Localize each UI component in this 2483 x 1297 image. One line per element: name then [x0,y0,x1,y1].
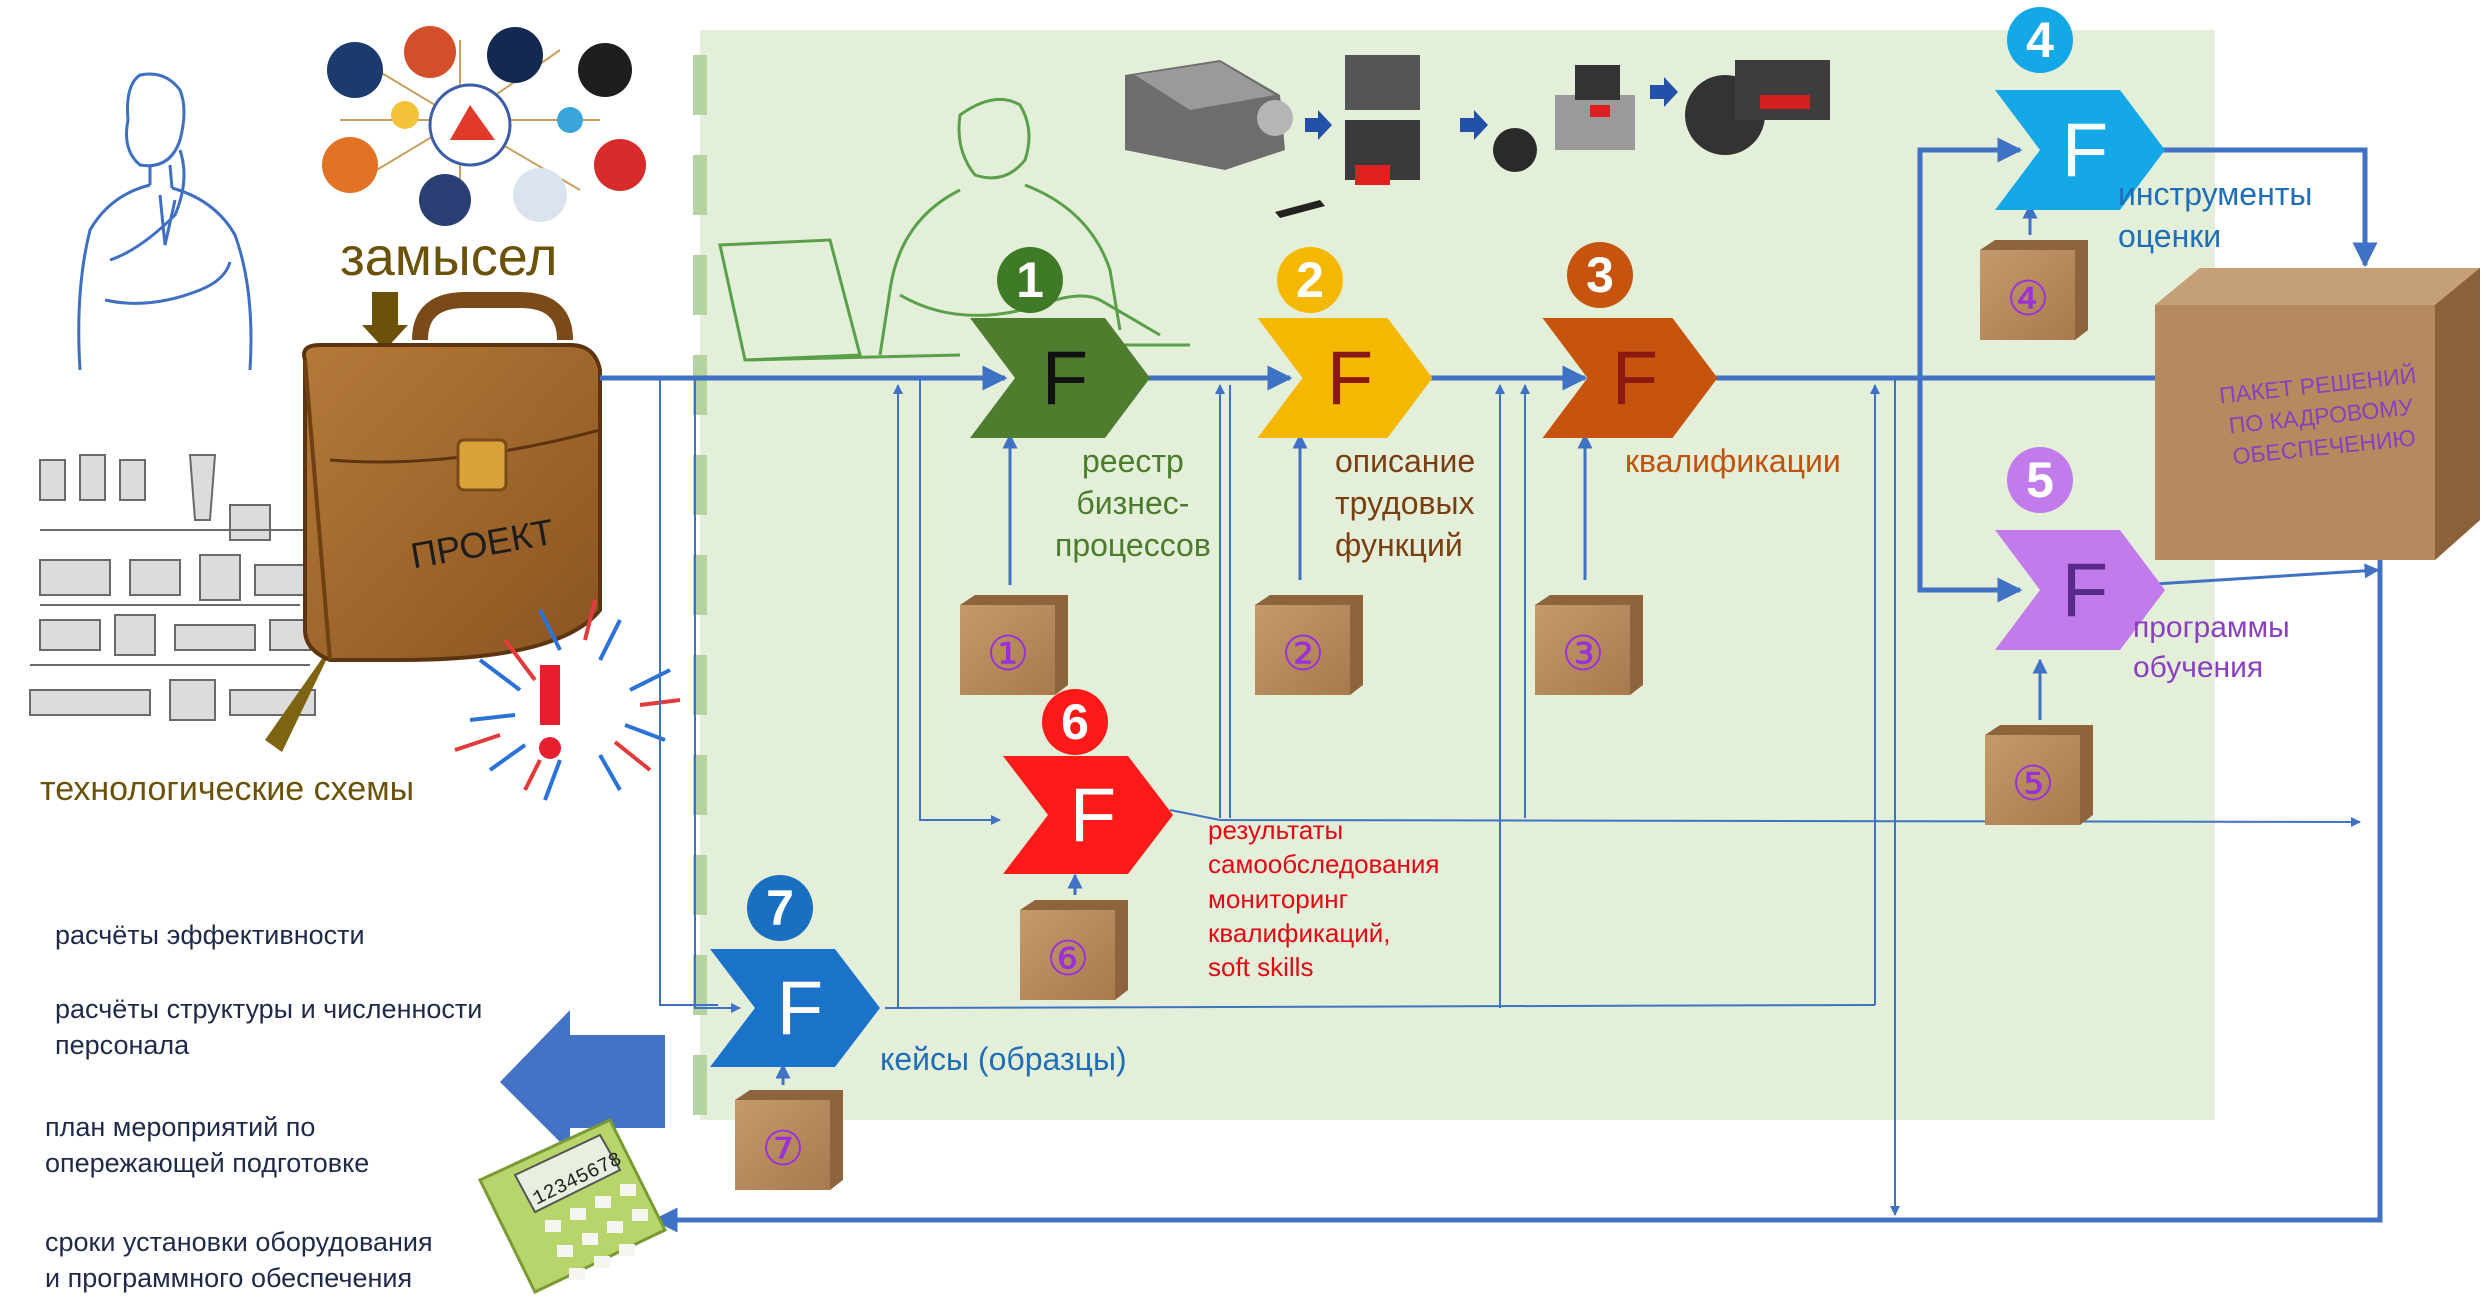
function-label-line: функций [1335,527,1463,564]
tech-scheme-arrow [265,612,345,752]
function-label-2: описание трудовых функций [1335,440,1475,567]
function-label-line: программы [2133,611,2290,644]
function-label-line: квалификации [1625,443,1841,479]
function-label-line: инструменты [2118,176,2313,212]
function-label-line: трудовых [1335,485,1475,522]
badge-number: 3 [1586,247,1614,303]
function-chevron-4: F4 [1995,7,2165,210]
function-chevron-7: F7 [710,875,880,1067]
source-box-number: ② [1281,626,1324,682]
alert-burst-icon [454,599,681,801]
function-label-3: квалификации [1625,440,1841,482]
badge-number: 1 [1016,252,1044,308]
function-label-line: бизнес- [1076,485,1190,522]
thinking-man-icon [77,72,253,371]
chevron-shape [710,949,880,1067]
source-box-3: ③ [1535,595,1643,695]
function-label-line: результаты [1208,815,1344,845]
work-zone [700,30,2215,1120]
badge-circle [1277,247,1343,313]
function-letter: F [1612,336,1658,421]
function-label-line: мониторинг [1208,883,1349,914]
function-chevron-6: F6 [1003,689,1173,874]
function-chevron-2: F2 [1257,247,1433,438]
badge-circle [1567,242,1633,308]
badge-circle [1042,689,1108,755]
function-label-line: soft skills [1208,952,1314,983]
function-label-line: реестр [1082,443,1184,479]
badge-number: 2 [1296,252,1324,308]
function-label-line: оценки [2118,218,2222,255]
idea-label: замысел [340,227,557,287]
function-letter: F [777,966,823,1051]
idea-collage-icon [320,25,650,230]
badge-circle [2007,447,2073,513]
calculator-icon [477,1118,668,1294]
function-letter: F [1070,773,1116,858]
output-item-plan: план мероприятий по опережающей подготов… [45,1112,370,1178]
source-box-number: ⑥ [1046,931,1089,987]
badge-number: 4 [2026,12,2054,68]
function-letter: F [1042,336,1088,421]
source-box-5: ⑤ [1985,725,2093,825]
chevron-shape [970,318,1150,438]
briefcase-icon [302,292,602,662]
function-label-4: инструменты оценки [2118,173,2312,257]
chevron-shape [1003,756,1173,874]
source-box-number: ⑦ [761,1121,804,1177]
source-box-number: ③ [1561,626,1604,682]
badge-circle [747,875,813,941]
function-label-line: обучения [2133,650,2264,684]
chevron-shape [1995,530,2165,650]
output-arrow [500,1010,665,1152]
source-box-4: ④ [1980,240,2088,340]
function-label-line: квалификаций, [1208,917,1391,948]
source-box-1: ① [960,595,1068,695]
chevron-shape [1542,318,1718,438]
function-label-line: описание [1335,443,1476,479]
tech-scheme-icon [25,440,325,740]
source-box-6: ⑥ [1020,900,1128,1000]
function-chevron-3: F3 [1542,242,1718,438]
function-letter: F [2062,108,2108,193]
function-label-line: процессов [1055,527,1211,564]
result-box-icon [2155,268,2480,560]
chevron-shape [1995,90,2165,210]
output-item-structure: расчёты структуры и численности персонал… [55,994,483,1060]
badge-circle [997,247,1063,313]
function-label-line: кейсы (образцы) [880,1041,1127,1077]
function-chevron-5: F5 [1995,447,2165,650]
output-item-efficiency: расчёты эффективности [55,920,365,950]
source-box-2: ② [1255,595,1363,695]
function-label-7: кейсы (образцы) [880,1038,1127,1080]
source-box-number: ① [986,626,1029,682]
chevron-shape [1257,318,1433,438]
badge-circle [2007,7,2073,73]
source-box-number: ⑤ [2011,756,2054,812]
flow-connectors [600,137,2383,1233]
function-chevron-1: F1 [970,247,1150,438]
badge-number: 5 [2026,452,2054,508]
function-label-line: самообследования [1208,849,1440,880]
function-letter: F [2062,548,2108,633]
function-label-5: программы обучения [2133,608,2290,687]
assembly-sequence-icon [1125,55,1830,218]
source-box-7: ⑦ [735,1090,843,1190]
source-box-number: ④ [2006,271,2049,327]
function-label-1: реестр бизнес-процессов [1055,440,1211,567]
badge-number: 7 [766,880,794,936]
output-item-schedule: сроки установки оборудования и программн… [45,1227,433,1293]
idea-arrow [362,292,408,350]
source-boxes: ① ② ③ ④ ⑤ ⑥ ⑦ [735,240,2093,1190]
badge-number: 6 [1061,694,1089,750]
function-letter: F [1327,336,1373,421]
tech-schemes-label: технологические схемы [40,770,414,808]
